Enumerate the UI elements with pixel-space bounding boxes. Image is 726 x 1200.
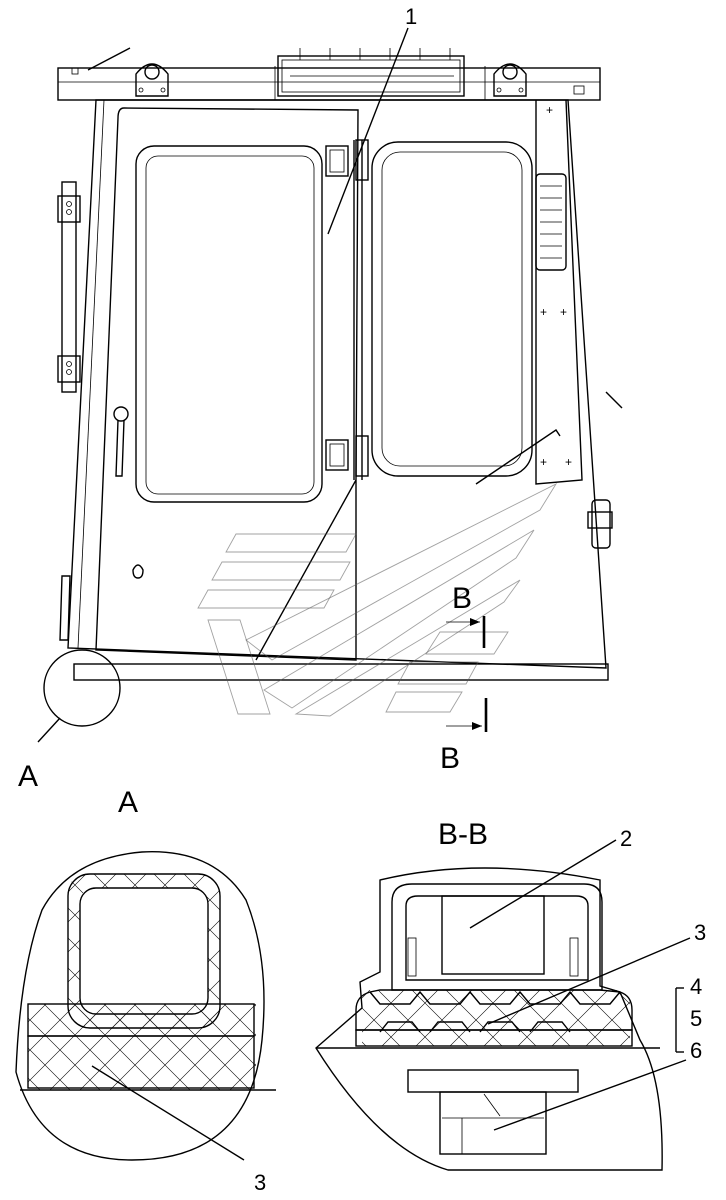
side-latch: [587, 499, 613, 549]
side-window: [371, 141, 533, 477]
right-pillar: + + + + +: [475, 99, 583, 485]
callout-3-section: 3: [694, 920, 706, 945]
section-marker-b-top: B: [452, 582, 472, 615]
svg-text:+: +: [540, 305, 547, 319]
section-marker-b-bottom: B: [440, 742, 460, 775]
section-view-bb: [315, 839, 691, 1171]
door-hinge-bottom: [325, 435, 369, 477]
callout-5: 5: [690, 1006, 702, 1031]
svg-text:+: +: [565, 455, 572, 469]
leader-1: [327, 27, 409, 235]
callout-3-detail: 3: [254, 1170, 266, 1195]
callout-6: 6: [690, 1038, 702, 1063]
door-handle: [113, 406, 129, 477]
antenna: [605, 391, 623, 409]
svg-text:+: +: [560, 305, 567, 319]
section-line-b: [446, 616, 488, 732]
cab-front-view: + + + + +: [37, 27, 623, 743]
leader-3-section: [487, 937, 691, 1025]
leader-2: [469, 839, 617, 929]
base-sill: [73, 663, 609, 681]
svg-text:+: +: [540, 455, 547, 469]
section-title-bb: B-B: [438, 818, 488, 851]
cab-outline: [67, 99, 607, 669]
grab-handle: [57, 181, 81, 393]
cab-door: [95, 107, 359, 661]
detail-circle-a: [43, 649, 121, 727]
air-vent-louver: [535, 173, 567, 271]
lifting-eye-left: [135, 63, 169, 97]
leader-6: [493, 1059, 687, 1131]
svg-text:+: +: [546, 103, 553, 117]
watermark-logo: [197, 482, 558, 717]
door-window: [135, 145, 323, 503]
callout-4: 4: [690, 974, 702, 999]
callout-1: 1: [405, 4, 417, 29]
detail-title-a: A: [118, 786, 138, 819]
roof-grille: [277, 48, 465, 97]
detail-marker-a: A: [18, 760, 38, 793]
door-lock: [132, 564, 144, 579]
callout-2: 2: [620, 826, 632, 851]
lifting-eye-right: [493, 63, 527, 97]
detail-view-a: [15, 851, 276, 1161]
